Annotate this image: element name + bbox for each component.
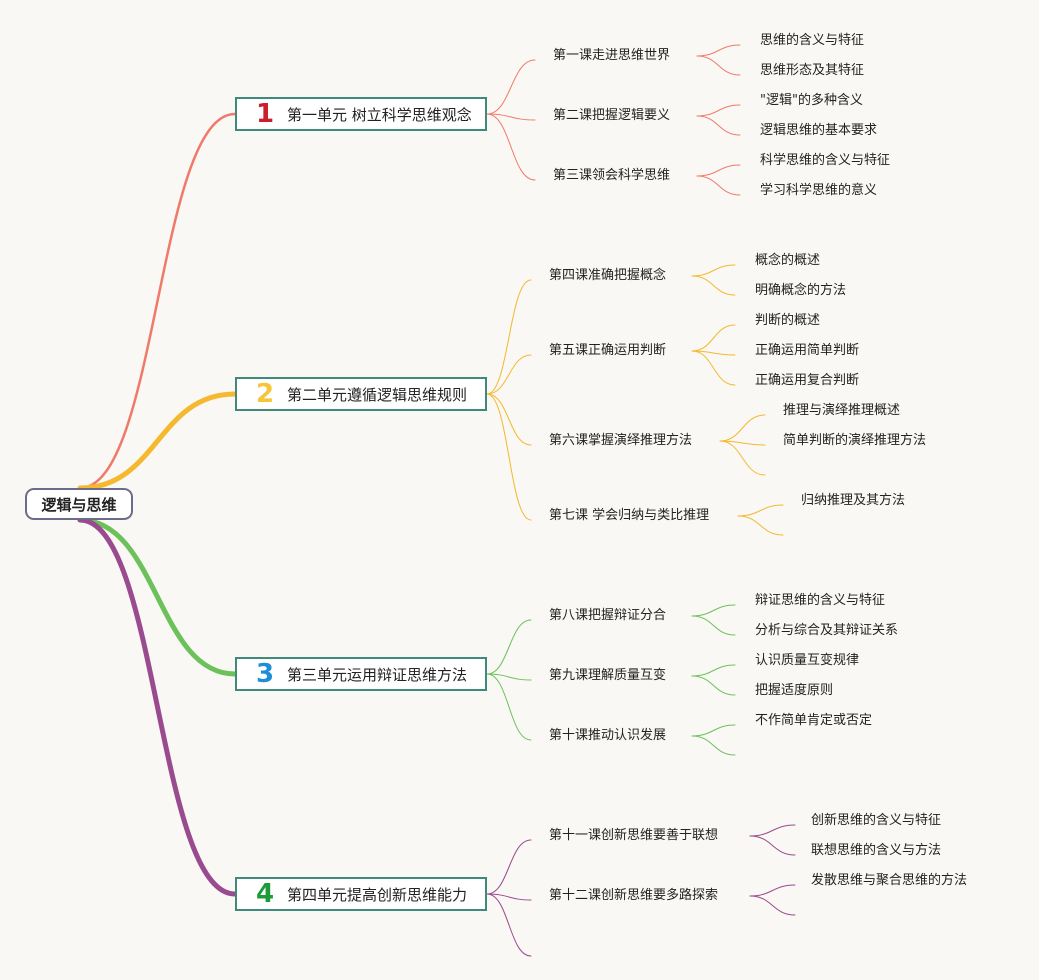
lesson-connector	[486, 393, 532, 446]
topic-connector	[719, 414, 766, 442]
topic-connector	[696, 55, 741, 76]
lesson-node[interactable]: 第十二课创新思维要多路探索	[549, 888, 719, 903]
lesson-connector	[486, 839, 532, 895]
lesson-connector	[486, 113, 536, 121]
lesson-node[interactable]: 第七课 学会归纳与类比推理	[549, 508, 710, 523]
topic-connector	[691, 275, 736, 296]
unit-node-3[interactable]: 3 第三单元运用辩证思维方法	[235, 657, 487, 691]
topic-connector	[691, 350, 736, 356]
topic-node[interactable]: 归纳推理及其方法	[801, 493, 906, 508]
topic-connector	[691, 324, 736, 352]
unit-connector	[77, 517, 238, 677]
topic-node[interactable]: 正确运用简单判断	[755, 343, 860, 358]
topic-node[interactable]: "逻辑"的多种含义	[760, 93, 863, 108]
unit-node-2[interactable]: 2 第二单元遵循逻辑思维规则	[235, 377, 487, 411]
topic-node[interactable]: 正确运用复合判断	[755, 373, 860, 388]
topic-connector	[749, 835, 796, 856]
topic-connector	[691, 604, 736, 617]
unit-connector	[78, 112, 237, 490]
root-node[interactable]: 逻辑与思维	[25, 488, 133, 520]
lesson-node[interactable]: 第六课掌握演绎推理方法	[549, 433, 693, 448]
topic-node[interactable]: 逻辑思维的基本要求	[760, 123, 878, 138]
unit-node-1[interactable]: 1 第一单元 树立科学思维观念	[235, 97, 487, 131]
lesson-connector	[486, 893, 532, 957]
topic-connector	[691, 350, 736, 386]
topic-connector	[696, 44, 741, 57]
lesson-node[interactable]: 第五课正确运用判断	[549, 343, 667, 358]
topic-node[interactable]: 把握适度原则	[755, 683, 834, 698]
lesson-node[interactable]: 第十一课创新思维要善于联想	[549, 828, 719, 843]
topic-connector	[696, 164, 741, 177]
topic-node[interactable]: 概念的概述	[755, 253, 821, 268]
topic-node[interactable]: 认识质量互变规律	[755, 653, 860, 668]
lesson-node[interactable]: 第四课准确把握概念	[549, 268, 667, 283]
lesson-connector	[486, 113, 536, 181]
topic-connector	[691, 615, 736, 636]
lesson-connector	[486, 673, 532, 741]
topic-node[interactable]: 思维形态及其特征	[760, 63, 865, 78]
topic-connector	[691, 735, 736, 756]
topic-connector	[691, 264, 736, 277]
lesson-node[interactable]: 第一课走进思维世界	[553, 48, 671, 63]
unit-connector	[77, 391, 238, 491]
lesson-connector	[486, 279, 532, 395]
unit-node-4[interactable]: 4 第四单元提高创新思维能力	[235, 877, 487, 911]
lesson-connector	[486, 354, 532, 395]
lesson-connector	[486, 893, 532, 901]
topic-node[interactable]: 学习科学思维的意义	[760, 183, 878, 198]
lesson-node[interactable]: 第八课把握辩证分合	[549, 608, 667, 623]
lesson-connector	[486, 673, 532, 681]
topic-node[interactable]: 发散思维与聚合思维的方法	[811, 873, 968, 888]
lesson-connector	[486, 619, 532, 675]
topic-connector	[749, 895, 796, 916]
unit-number-icon: 3	[255, 659, 275, 689]
topic-node[interactable]: 明确概念的方法	[755, 283, 847, 298]
unit-title: 第二单元遵循逻辑思维规则	[287, 385, 468, 404]
unit-number-icon: 2	[255, 379, 275, 409]
topic-node[interactable]: 推理与演绎推理概述	[783, 403, 901, 418]
lesson-node[interactable]: 第三课领会科学思维	[553, 168, 671, 183]
topic-node[interactable]: 分析与综合及其辩证关系	[755, 623, 899, 638]
topic-connector	[696, 104, 741, 117]
unit-number-icon: 1	[255, 99, 275, 129]
topic-connector	[719, 440, 766, 446]
topic-connector	[696, 175, 741, 196]
topic-connector	[737, 504, 784, 517]
topic-node[interactable]: 辩证思维的含义与特征	[755, 593, 886, 608]
topic-connector	[691, 675, 736, 696]
unit-number-icon: 4	[255, 879, 275, 909]
topic-connector	[691, 724, 736, 737]
topic-node[interactable]: 不作简单肯定或否定	[755, 713, 873, 728]
unit-title: 第四单元提高创新思维能力	[287, 885, 468, 904]
topic-connector	[719, 440, 766, 476]
topic-connector	[691, 664, 736, 677]
topic-node[interactable]: 联想思维的含义与方法	[811, 843, 942, 858]
lesson-node[interactable]: 第十课推动认识发展	[549, 728, 667, 743]
topic-connector	[749, 824, 796, 837]
topic-node[interactable]: 判断的概述	[755, 313, 821, 328]
unit-connector	[77, 517, 238, 897]
unit-title: 第三单元运用辩证思维方法	[287, 665, 468, 684]
lesson-connector	[486, 393, 532, 521]
topic-connector	[749, 884, 796, 897]
topic-node[interactable]: 科学思维的含义与特征	[760, 153, 891, 168]
unit-title: 第一单元 树立科学思维观念	[287, 105, 472, 124]
root-label: 逻辑与思维	[41, 495, 117, 514]
topic-node[interactable]: 简单判断的演绎推理方法	[783, 433, 927, 448]
topic-node[interactable]: 创新思维的含义与特征	[811, 813, 942, 828]
topic-connector	[696, 115, 741, 136]
topic-connector	[737, 515, 784, 536]
lesson-node[interactable]: 第二课把握逻辑要义	[553, 108, 671, 123]
lesson-connector	[486, 59, 536, 115]
topic-node[interactable]: 思维的含义与特征	[760, 33, 865, 48]
lesson-node[interactable]: 第九课理解质量互变	[549, 668, 667, 683]
